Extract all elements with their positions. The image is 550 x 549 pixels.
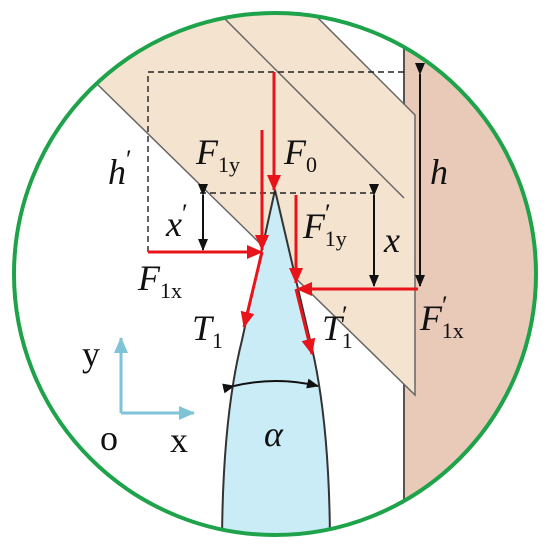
label-T1-prime: T′1 — [322, 301, 353, 353]
label-origin: o — [100, 418, 118, 458]
label-h-prime: h′ — [108, 145, 132, 192]
label-F1y-prime: F′1y — [302, 199, 347, 251]
label-F1x-prime: F′1x — [419, 291, 464, 343]
label-x-prime: x′ — [165, 199, 188, 244]
label-alpha: α — [264, 414, 284, 454]
T1-prime-arrow — [294, 288, 316, 355]
alpha-angle-arc — [222, 378, 319, 394]
label-F1x: F1x — [137, 258, 182, 303]
label-F1y: F1y — [195, 132, 240, 177]
side-wall — [404, 13, 536, 535]
force-arrows — [148, 72, 418, 355]
reference-dashed-lines — [147, 71, 404, 252]
view-circle — [12, 11, 538, 537]
label-axis-y: y — [82, 334, 100, 374]
label-T1: T1 — [192, 308, 223, 353]
label-axis-x: x — [170, 420, 188, 460]
label-F0: F0 — [283, 132, 317, 177]
T1-arrow — [240, 251, 264, 328]
wedge-upper-edge — [205, 13, 405, 199]
label-h: h — [430, 152, 448, 192]
label-x: x — [383, 220, 400, 260]
coordinate-axes — [114, 337, 195, 420]
